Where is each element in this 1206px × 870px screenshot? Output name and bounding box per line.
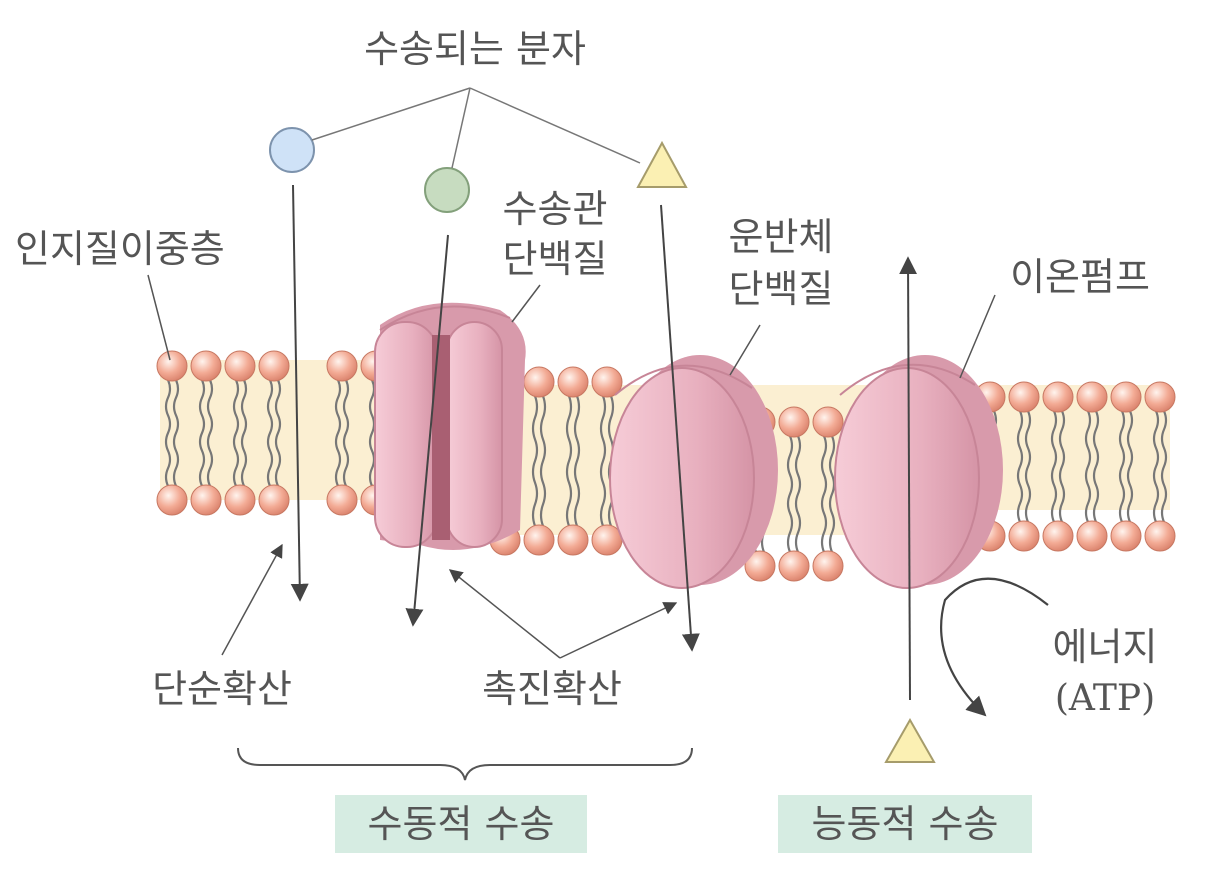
lipid-head [156,484,188,516]
lipid-tail [1152,410,1160,523]
passive-transport-box [335,795,587,853]
phospholipid-bilayer-label: 인지질이중층 [15,227,225,271]
simple-diffusion-label: 단순확산 [152,667,292,711]
active-transport-box [778,795,1032,853]
lipid-head [744,550,776,582]
lipid-head [778,406,810,438]
lipid-tail [1024,410,1032,523]
lipid-tail [334,379,342,487]
lipid-tail [1058,410,1066,523]
molecule-green [424,167,470,213]
carrier-protein-label-2: 단백질 [729,267,834,311]
lipid-head [812,406,844,438]
lipid-tail [565,395,573,527]
lipid-head [1008,520,1040,552]
lipid-tail [172,379,180,487]
lipid-head [258,484,290,516]
facilitated-diffusion-label: 촉진확산 [482,667,622,711]
energy-label: 에너지 [1053,625,1158,669]
lipid-tail [786,435,794,553]
carrier-arrow [660,204,700,652]
lipid-head [1110,381,1142,413]
lipid-head [1076,520,1108,552]
lipid-head [190,484,222,516]
lipid-tail [206,379,214,487]
lipid-head [326,484,358,516]
ion-pump-label: 이온펌프 [1010,255,1150,299]
lipid-tail [531,395,539,527]
channel-protein-label-1: 수송관 [503,187,608,231]
lipid-head [190,350,222,382]
lipid-head [224,484,256,516]
molecule-triangle-top [636,140,688,188]
lipid-head [258,350,290,382]
lipid-tail [1118,410,1126,523]
lipid-head [156,350,188,382]
channel-protein [374,302,526,550]
lipid-tail [1084,410,1092,523]
lipid-head [523,366,555,398]
passive-brace [237,747,693,781]
lipid-head [778,550,810,582]
lipid-head [1110,520,1142,552]
lipid-tail [368,379,376,487]
lipid-head [1008,381,1040,413]
lipid-tail [198,379,206,487]
transported-molecules-label: 수송되는 분자 [364,27,586,71]
lipid-tail [820,435,828,553]
lipid-tail [164,379,172,487]
lipid-head [523,524,555,556]
lipid-head [1042,381,1074,413]
lipid-head [1042,520,1074,552]
molecule-blue [269,127,315,173]
lipid-tail [232,379,240,487]
lipid-tail [828,435,836,553]
channel-protein-label-2: 단백질 [503,237,608,281]
lipid-tail [1126,410,1134,523]
lipid-head [1144,520,1176,552]
lipid-head [812,550,844,582]
lipid-tail [1016,410,1024,523]
molecule-connectors [311,87,641,169]
lipid-head [224,350,256,382]
lipid-tail [274,379,282,487]
lipid-head [557,366,589,398]
simple-diffusion-arrow [290,184,309,602]
lipid-tail [599,395,607,527]
energy-arrow [940,577,1049,717]
channel-arrow [405,234,449,627]
molecule-triangle-bottom [884,717,936,763]
lipid-tail [1160,410,1168,523]
active-transport-text: 능동적 수송 [812,802,999,846]
lipid-head [1144,381,1176,413]
lipid-head [591,366,623,398]
lipid-tail [1050,410,1058,523]
lipid-head [557,524,589,556]
ion-pump-protein [834,355,1003,589]
lipid-tail [266,379,274,487]
lipid-tail [342,379,350,487]
carrier-protein [609,355,778,589]
pump-arrow [899,256,918,701]
passive-transport-text: 수동적 수송 [368,802,555,846]
transport-arrows [290,184,918,701]
leader-lines [147,274,996,659]
lipid-head [1076,381,1108,413]
lipid-head [326,350,358,382]
lipid-tail [794,435,802,553]
carrier-protein-label-1: 운반체 [729,215,834,259]
atp-label: (ATP) [1055,678,1155,719]
lipid-tail [1092,410,1100,523]
lipid-tail [240,379,248,487]
lipid-tail [539,395,547,527]
lipid-tail [573,395,581,527]
